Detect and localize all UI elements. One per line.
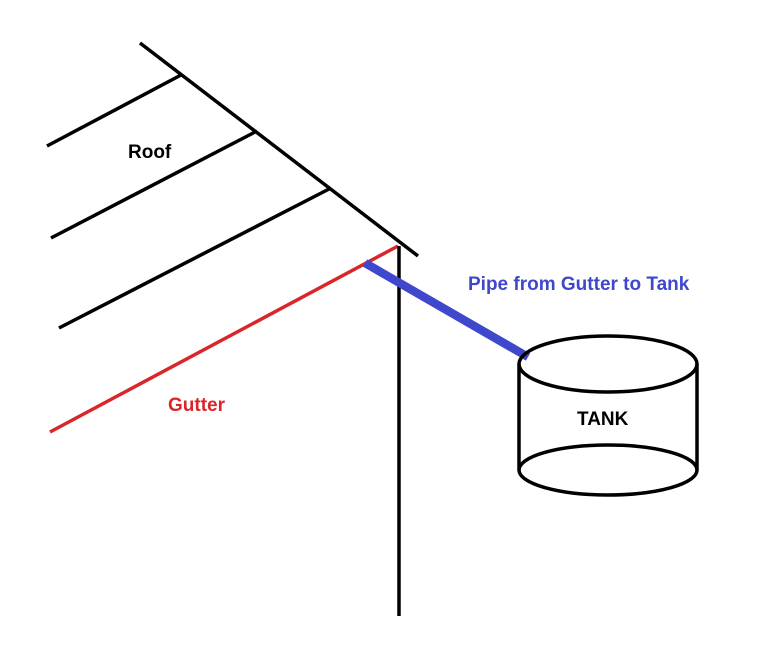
roof-label: Roof bbox=[128, 142, 172, 163]
tank-bottom-ellipse bbox=[517, 443, 699, 497]
tank-top-ellipse bbox=[517, 334, 699, 394]
roof-rafter-line bbox=[58, 186, 332, 330]
roof-rafter-line bbox=[46, 73, 182, 148]
pipe-line bbox=[362, 259, 531, 361]
gutter-line bbox=[49, 244, 399, 434]
tank bbox=[517, 334, 699, 497]
tank-label: TANK bbox=[577, 409, 629, 430]
roof-ridge-line bbox=[138, 41, 420, 258]
gutter-label: Gutter bbox=[168, 395, 226, 416]
roof bbox=[46, 41, 420, 330]
pipe-label: Pipe from Gutter to Tank bbox=[468, 274, 690, 295]
roof-rafter-line bbox=[50, 129, 258, 240]
